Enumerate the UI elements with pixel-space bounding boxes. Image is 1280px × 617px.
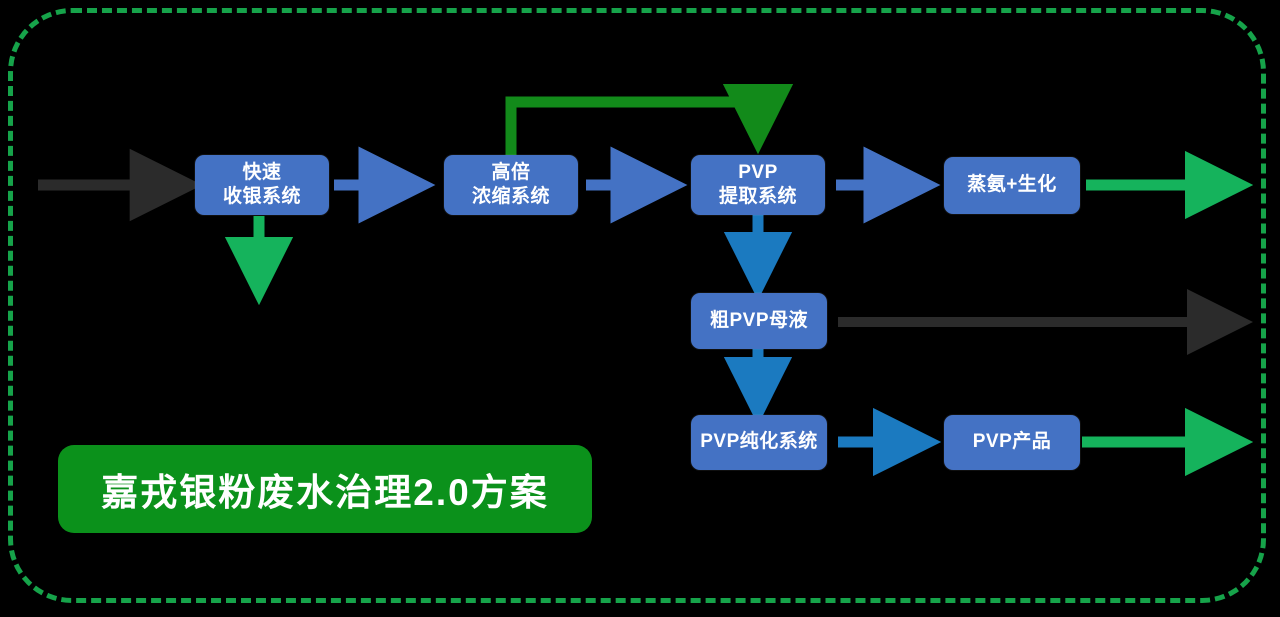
node-pvp-product[interactable]: PVP产品 (944, 415, 1080, 470)
node-fast-collection-system[interactable]: 快速 收银系统 (195, 155, 329, 215)
title-banner: 嘉戎银粉废水治理2.0方案 (58, 445, 592, 533)
concentrate-recycle-loop (505, 83, 794, 156)
node-label-line: 收银系统 (222, 186, 301, 207)
node-ammonia-distillation-biochemical[interactable]: 蒸氨+生化 (944, 157, 1080, 214)
node-pvp-extraction-system[interactable]: PVP 提取系统 (691, 155, 825, 215)
node-label-line: 浓缩系统 (471, 186, 550, 207)
node-high-multiple-concentration-system[interactable]: 高倍 浓缩系统 (444, 155, 578, 215)
title-banner-label: 嘉戎银粉废水治理2.0方案 (101, 472, 549, 513)
node-crude-pvp-mother-liquor[interactable]: 粗PVP母液 (691, 293, 827, 349)
node-label-line: PVP产品 (972, 431, 1052, 453)
node-label-line: 高倍 (491, 161, 531, 183)
node-label-line: PVP纯化系统 (700, 431, 818, 453)
node-pvp-purification-system[interactable]: PVP纯化系统 (691, 415, 827, 470)
node-label-line: 提取系统 (718, 186, 797, 207)
node-label-line: PVP (738, 161, 778, 183)
node-label-line: 粗PVP母液 (709, 309, 809, 331)
node-label-line: 快速 (242, 161, 282, 183)
node-label-line: 蒸氨+生化 (967, 174, 1057, 196)
